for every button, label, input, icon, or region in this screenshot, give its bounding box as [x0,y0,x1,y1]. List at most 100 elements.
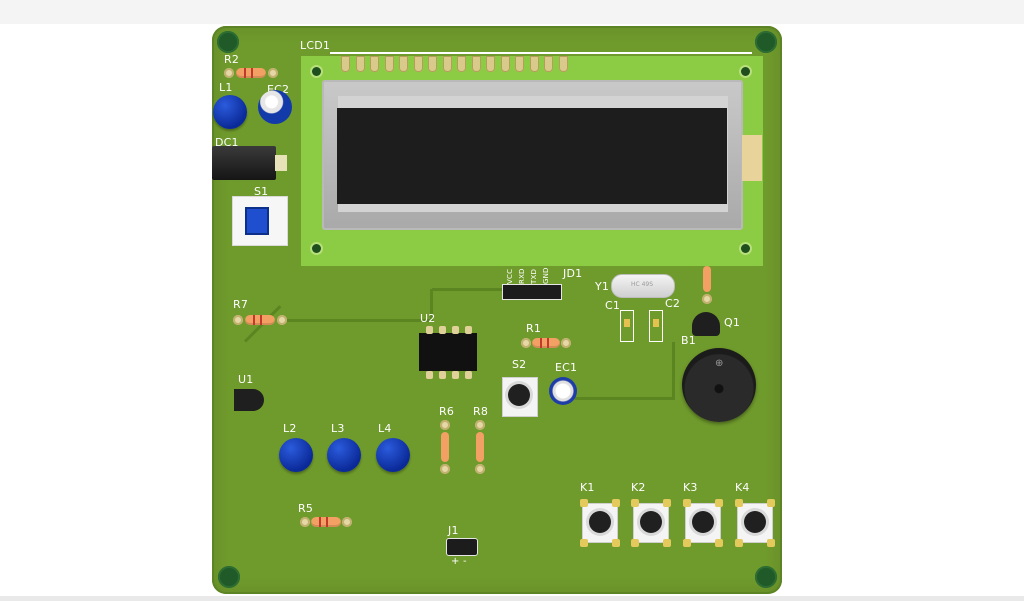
capacitor-ec1 [549,377,577,405]
capacitor-c1 [620,310,634,342]
dc-jack-tab [275,155,287,171]
lcd-header-pin [399,56,408,72]
k4-label: K4 [735,481,750,494]
tactile-button-leg [715,539,723,547]
jd1-pin-txd: TXD [530,268,538,284]
resistor-r7 [233,313,289,327]
mounting-hole-top-left [217,31,239,53]
lcd-backlight-led [742,135,762,181]
tactile-button-cap [692,511,714,533]
mounting-hole-top-right [755,31,777,53]
lcd-header-pin [413,56,423,72]
lcd-mounting-hole [312,67,321,76]
l3-label: L3 [331,422,345,435]
tactile-button-leg [580,539,588,547]
u2-label: U2 [420,312,436,325]
ic-u2 [419,333,477,371]
lcd-header-pin [442,56,452,72]
tactile-button-cap [744,511,766,533]
ic-pin [465,371,472,379]
ic-pin [439,371,446,379]
trace [432,288,504,291]
l2-label: L2 [283,422,297,435]
lcd-header-pin [457,56,466,72]
mounting-hole-bottom-left [218,566,240,588]
led-l1 [213,95,247,129]
resistor-r1 [521,336,573,350]
capacitor-c2 [649,310,663,342]
resistor-q1-bias [700,262,714,306]
lcd-header-pin [486,56,495,72]
capacitor-ec2 [258,90,292,124]
trace [430,289,433,321]
led-l4 [376,438,410,472]
tactile-button-leg [612,539,620,547]
lcd-header-pin [515,56,524,72]
lcd-header-pin [384,56,394,72]
ic-pin [452,326,459,334]
lcd-header-pin [529,56,539,72]
l4-label: L4 [378,422,392,435]
lcd-header-pin [558,56,568,72]
y1-label: Y1 [595,280,610,293]
tactile-button-leg [735,499,743,507]
lcd-header-pin [471,56,481,72]
ec2-label: EC2 [267,84,289,95]
tactile-button-leg [631,539,639,547]
switch-s1 [232,196,288,246]
tactile-button-leg [612,499,620,507]
lcd-mounting-hole [741,244,750,253]
r6-label: R6 [439,405,455,418]
c1-label: C1 [605,299,621,312]
jd1-pin-vcc: VCC [506,268,514,284]
ec1-label: EC1 [555,361,578,374]
lcd-screen [337,108,727,204]
dc-jack [212,146,276,180]
q1-label: Q1 [724,316,741,329]
jd1-label: JD1 [563,267,583,280]
ic-pin [439,326,446,334]
tactile-button-leg [735,539,743,547]
led-l2 [279,438,313,472]
resistor-r2 [224,66,280,80]
tactile-button-leg [580,499,588,507]
buzzer-b1: ⊕ [682,348,756,422]
led-l3 [327,438,361,472]
tactile-button-leg [663,499,671,507]
transistor-q1 [692,312,720,336]
ic-pin [426,326,433,334]
lcd-header-pin [355,56,365,72]
k2-label: K2 [631,481,646,494]
lcd-mounting-hole [741,67,750,76]
lcd-label: LCD1 [300,39,331,52]
resistor-r8 [473,420,487,476]
switch-s1-actuator [245,207,269,235]
crystal-y1: HC 49S [611,274,675,298]
j1-polarity-label: + - [451,556,467,567]
c2-label: C2 [665,297,681,310]
tactile-button-leg [663,539,671,547]
resistor-r6 [438,420,452,476]
l1-label: L1 [219,81,233,94]
jd1-pin-rxd: RXD [518,268,526,284]
lcd-header-pin [370,56,379,72]
lcd-header-line [330,52,752,54]
crystal-marking: HC 49S [631,281,654,288]
transistor-u1 [234,389,264,411]
trace [282,319,430,322]
s2-label: S2 [512,358,527,371]
r1-label: R1 [526,322,542,335]
trace [672,342,675,398]
tactile-button-leg [683,539,691,547]
r2-label: R2 [224,53,240,66]
bottom-edge [0,596,1024,601]
tactile-button-leg [767,539,775,547]
ic-pin [426,371,433,379]
lcd-header-pin [500,56,510,72]
tactile-button-cap [589,511,611,533]
trace [575,397,675,400]
button-s2-cap [508,384,530,406]
tactile-button-leg [683,499,691,507]
lcd-header-pin [544,56,553,72]
r8-label: R8 [473,405,489,418]
